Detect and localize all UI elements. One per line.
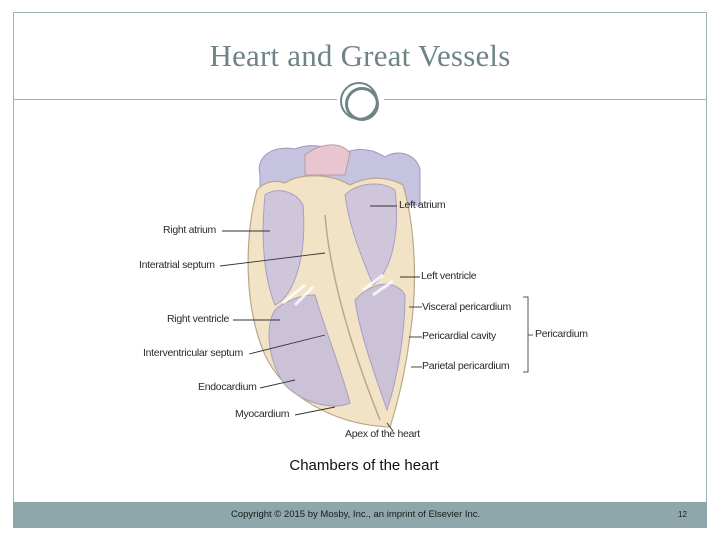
footer-bar: Copyright © 2015 by Mosby, Inc., an impr… xyxy=(13,502,707,528)
label-parietal-pericardium: Parietal pericardium xyxy=(422,360,510,372)
label-right-atrium: Right atrium xyxy=(163,224,217,236)
label-myocardium: Myocardium xyxy=(235,408,290,420)
copyright-text: Copyright © 2015 by Mosby, Inc., an impr… xyxy=(231,509,481,520)
label-left-ventricle: Left ventricle xyxy=(421,270,477,282)
page-number: 12 xyxy=(678,510,687,519)
title-divider-right xyxy=(384,99,707,100)
title-divider-left xyxy=(13,99,337,100)
label-endocardium: Endocardium xyxy=(198,381,257,393)
slide-title: Heart and Great Vessels xyxy=(209,38,511,73)
label-pericardium: Pericardium xyxy=(535,328,588,340)
label-left-atrium: Left atrium xyxy=(399,199,446,211)
figure-caption: Chambers of the heart xyxy=(289,457,439,474)
label-pericardial-cavity: Pericardial cavity xyxy=(422,330,496,342)
circle-ornament-icon xyxy=(340,82,379,121)
heart-diagram: Left atrium Right atrium Interatrial sep… xyxy=(135,135,605,445)
label-interatrial-septum: Interatrial septum xyxy=(139,259,215,271)
label-right-ventricle: Right ventricle xyxy=(167,313,230,325)
heart-illustration xyxy=(219,144,533,432)
label-interventricular-septum: Interventricular septum xyxy=(143,347,243,359)
label-apex: Apex of the heart xyxy=(345,428,420,440)
label-visceral-pericardium: Visceral pericardium xyxy=(422,301,511,313)
